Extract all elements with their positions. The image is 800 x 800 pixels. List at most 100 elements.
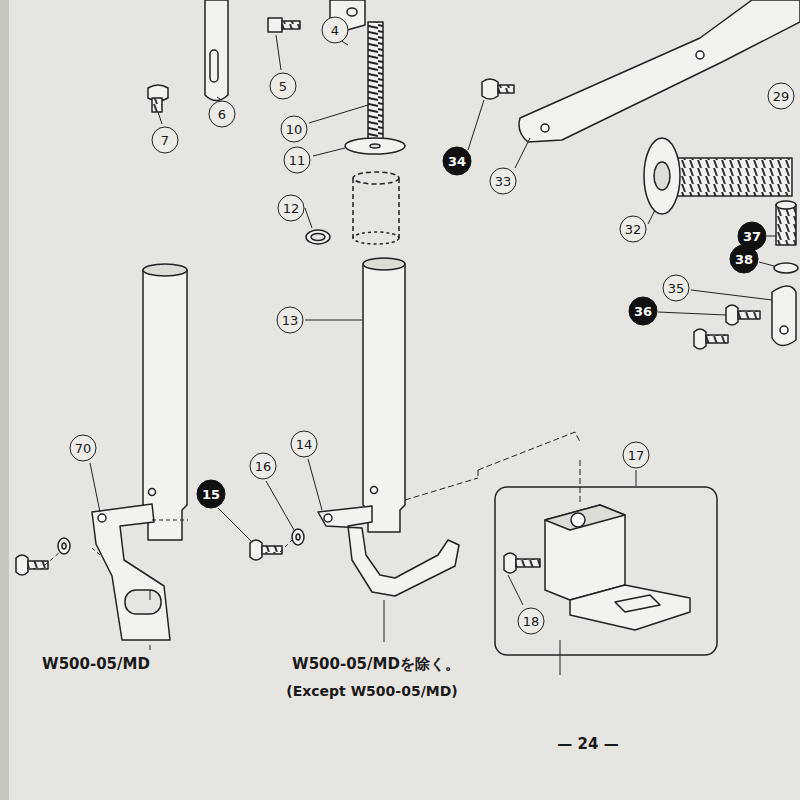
hidden-tube (353, 172, 399, 184)
leader-line (305, 208, 312, 228)
callout-number: 32 (625, 222, 642, 237)
callout-number: 37 (743, 229, 761, 244)
hole (780, 326, 788, 334)
callout-number: 15 (202, 487, 220, 502)
bracket (318, 506, 459, 596)
hidden-tube (353, 178, 399, 238)
label-box: W500-05/MD (42, 655, 150, 673)
presser-foot-body (545, 505, 625, 600)
screw-head (776, 201, 796, 209)
callout-number: 33 (495, 174, 512, 189)
leader-line (636, 470, 637, 486)
screw-shaft (262, 546, 282, 554)
lever-part (772, 286, 796, 346)
callout-number: 14 (296, 437, 313, 452)
callout-number: 12 (283, 201, 300, 216)
leader-line (309, 105, 368, 123)
washer (774, 263, 798, 273)
hole (541, 124, 549, 132)
callout-number: 11 (289, 153, 306, 168)
callout-number: 16 (255, 459, 272, 474)
bar-rod (143, 270, 187, 540)
callout-circle: 33 (490, 168, 517, 195)
leader-line (313, 148, 345, 156)
leader-line (508, 575, 523, 605)
model-note: W500-05/MDを除く。 (292, 655, 460, 674)
callout-number: 35 (668, 281, 685, 296)
hole (696, 51, 704, 59)
washer (58, 538, 70, 554)
callout-circle: 16 (250, 453, 277, 480)
callout-circle: 15 (197, 480, 226, 509)
screw-head (694, 329, 706, 349)
leader-line (90, 463, 100, 512)
hole (347, 8, 357, 16)
leader-line (468, 100, 484, 150)
arm-part (205, 0, 228, 101)
callout-circle: 4 (322, 17, 349, 44)
callout-circle: 7 (152, 127, 179, 154)
callout-number: 13 (282, 313, 299, 328)
washer-hole (370, 144, 380, 148)
presser-foot-sole (570, 585, 690, 630)
callout-circle: 70 (70, 435, 97, 462)
callout-number: 36 (634, 304, 652, 319)
washer (345, 138, 405, 154)
model-note: W500-05/MD (42, 655, 150, 673)
screw-head (726, 305, 738, 325)
lever-arm (519, 0, 800, 142)
model-note: (Except W500-05/MD) (286, 683, 457, 699)
screw-head (482, 79, 498, 99)
page-number: — 24 — (557, 735, 618, 753)
dashed-guide (478, 432, 580, 478)
disc (644, 138, 680, 214)
screw-shaft (516, 559, 540, 567)
leader-line (305, 320, 362, 321)
callout-circle: 32 (620, 216, 647, 243)
leader-line (308, 459, 322, 510)
screw-shaft (498, 85, 514, 93)
center-line (150, 590, 151, 600)
callout-circle: 38 (730, 245, 759, 274)
hole (371, 487, 378, 494)
label-box: — 24 — (557, 735, 618, 753)
callout-number: 70 (75, 441, 92, 456)
washer-hole (296, 534, 300, 540)
screw-head (268, 18, 282, 32)
callout-circle: 5 (270, 73, 297, 100)
rod-top (363, 258, 405, 270)
detail-box (495, 487, 717, 655)
bracket (92, 504, 170, 640)
callout-number: 38 (735, 252, 753, 267)
slot (210, 50, 218, 82)
callout-circle: 13 (277, 307, 304, 334)
center-line (384, 600, 385, 642)
leader-line (691, 290, 772, 300)
label-box: W500-05/MDを除く。 (292, 655, 460, 674)
callout-circle: 14 (291, 431, 318, 458)
callout-number: 5 (279, 79, 287, 94)
callout-number: 6 (218, 107, 226, 122)
leader-line (648, 210, 655, 224)
callout-circle: 18 (518, 608, 545, 635)
callout-circle: 29 (768, 83, 795, 110)
callout-number: 18 (523, 614, 540, 629)
leader-line (759, 262, 774, 266)
leader-line (218, 508, 252, 542)
callout-circle: 35 (663, 275, 690, 302)
presser-foot-top (545, 505, 625, 530)
hole (571, 513, 585, 527)
bar-rod (363, 264, 405, 532)
callout-circle: 17 (623, 442, 650, 469)
callout-number: 17 (628, 448, 645, 463)
disc-hub (654, 162, 670, 190)
center-line (150, 645, 151, 650)
screw-shaft (776, 205, 796, 245)
dashed-guide (580, 460, 581, 505)
hole (324, 514, 332, 522)
label-box: (Except W500-05/MD) (286, 683, 457, 699)
spring (368, 22, 383, 140)
callout-circle: 6 (209, 101, 236, 128)
